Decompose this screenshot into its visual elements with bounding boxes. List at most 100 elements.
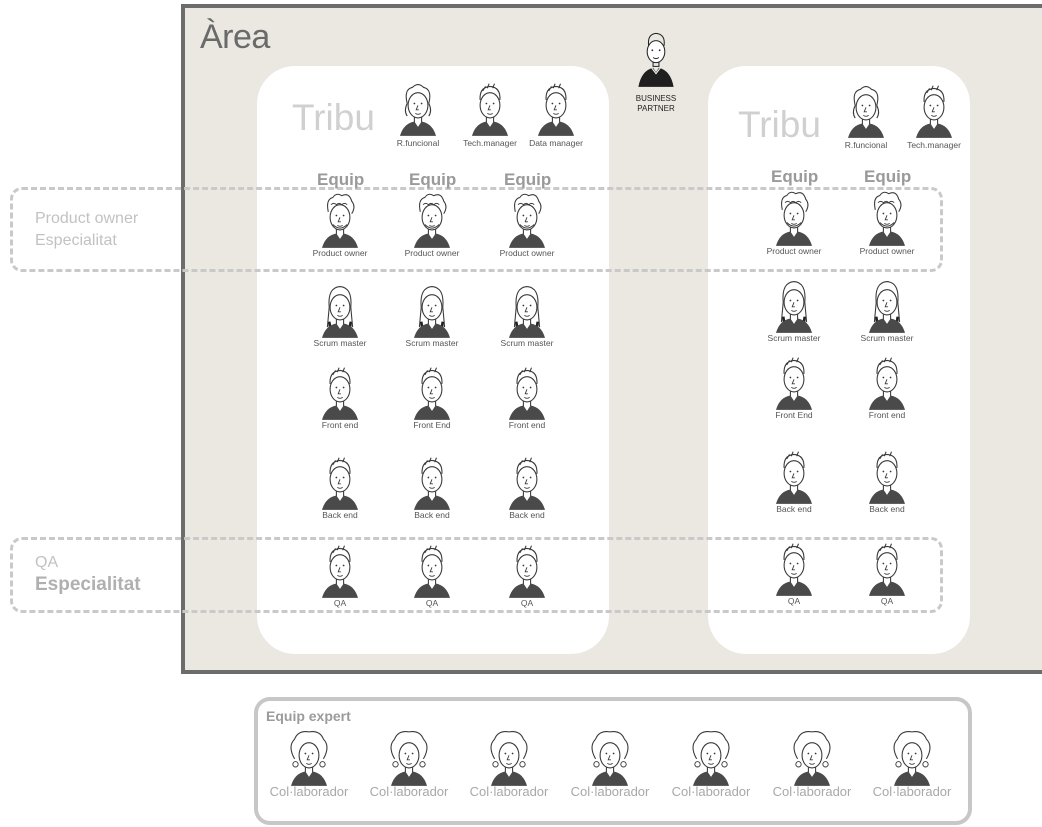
collaborator-icon [359,728,459,788]
collaborator-label: Col·laborador [872,784,952,799]
back-end-dev-label: Back end [322,510,358,520]
speciality-label: QA Especialitat [35,552,141,596]
collaborator: Col·laborador [762,728,862,799]
speciality-label: Product owner Especialitat [35,208,138,252]
scrum-master-label: Scrum master [860,333,914,343]
team-heading: Equip [504,170,552,189]
product-owner-label: Product owner [859,246,915,256]
collaborator: Col·laborador [359,728,459,799]
lead-person-label: Tech.manager [463,138,517,148]
lead-person-icon [894,80,974,140]
collaborator: Col·laborador [862,728,962,799]
collaborator-label: Col·laborador [269,784,349,799]
front-end-dev-icon [392,362,472,422]
front-end-dev-icon [847,352,927,412]
scrum-master-icon [847,275,927,335]
expert-team-panel [254,697,972,825]
collaborator: Col·laborador [259,728,359,799]
qa-engineer-icon [487,540,567,600]
qa-engineer: QA [847,538,927,606]
qa-engineer-label: QA [425,598,439,608]
qa-engineer: QA [754,538,834,606]
collaborator-label: Col·laborador [369,784,449,799]
back-end-dev-icon [487,452,567,512]
scrum-master-label: Scrum master [500,338,554,348]
front-end-dev-icon [300,362,380,422]
speciality-band-product-owner [10,187,943,272]
back-end-dev-icon [392,452,472,512]
speciality-name: Product owner [35,210,139,227]
lead-person: R.funcional [378,78,458,148]
front-end-dev: Front end [300,362,380,430]
area-title: Àrea [200,18,270,56]
qa-engineer-label: QA [520,598,534,608]
scrum-master-icon [300,280,380,340]
back-end-dev-label: Back end [869,504,905,514]
front-end-dev: Front end [487,362,567,430]
lead-person: Tech.manager [450,78,530,148]
team-heading: Equip [409,170,457,189]
scrum-master: Scrum master [392,280,472,348]
business-partner-icon [638,32,674,87]
product-owner: Product owner [487,190,567,258]
tribe-card-2 [708,66,970,654]
qa-engineer-icon [754,538,834,598]
scrum-master: Scrum master [847,275,927,343]
business-partner: BUSINESS PARTNER [624,24,688,114]
product-owner-label: Product owner [312,248,368,258]
lead-person-icon [378,78,458,138]
product-owner-icon [754,188,834,248]
back-end-dev-icon [847,446,927,506]
product-owner-icon [487,190,567,250]
lead-person-icon [516,78,596,138]
collaborator-label: Col·laborador [671,784,751,799]
speciality-name: QA [35,554,59,571]
team-heading: Equip [864,167,912,186]
back-end-dev: Back end [392,452,472,520]
collaborator-label: Col·laborador [570,784,650,799]
front-end-dev: Front End [754,352,834,420]
collaborator-icon [560,728,660,788]
business-partner-label-2: PARTNER [637,104,675,113]
lead-person-label: R.funcional [396,138,440,148]
collaborator-label: Col·laborador [772,784,852,799]
lead-person-label: Tech.manager [907,140,961,150]
lead-person-icon [450,78,530,138]
product-owner-icon [847,188,927,248]
collaborator-icon [762,728,862,788]
lead-person-label: R.funcional [844,140,888,150]
qa-engineer: QA [392,540,472,608]
scrum-master-icon [754,275,834,335]
scrum-master-icon [392,280,472,340]
collaborator: Col·laborador [661,728,761,799]
speciality-kind: Especialitat [35,232,117,249]
expert-team-title: Equip expert [266,708,351,724]
speciality-band-qa [10,537,943,613]
product-owner: Product owner [392,190,472,258]
lead-person-label: Data manager [529,138,583,148]
back-end-dev: Back end [300,452,380,520]
qa-engineer-icon [300,540,380,600]
tribe-title: Tribu [292,97,375,138]
front-end-dev-label: Front end [508,420,546,430]
lead-person: Tech.manager [894,80,974,150]
front-end-dev: Front end [847,352,927,420]
front-end-dev-icon [754,352,834,412]
scrum-master-label: Scrum master [767,333,821,343]
collaborator-icon [862,728,962,788]
collaborator-icon [459,728,559,788]
speciality-kind: Especialitat [35,574,141,595]
scrum-master-label: Scrum master [313,338,367,348]
team-heading: Equip [317,170,365,189]
collaborator-icon [661,728,761,788]
front-end-dev-label: Front End [413,420,451,430]
product-owner: Product owner [300,190,380,258]
collaborator: Col·laborador [459,728,559,799]
product-owner-label: Product owner [404,248,460,258]
back-end-dev-label: Back end [509,510,545,520]
product-owner-icon [392,190,472,250]
lead-person: R.funcional [826,80,906,150]
qa-engineer-label: QA [787,596,801,606]
back-end-dev: Back end [847,446,927,514]
product-owner-icon [300,190,380,250]
